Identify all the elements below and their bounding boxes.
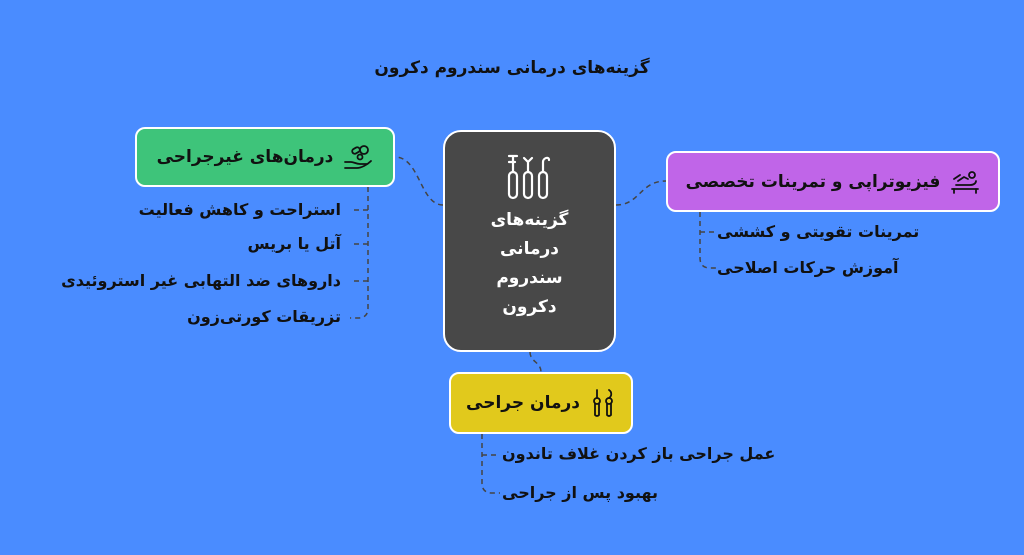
list-item: آموزش حرکات اصلاحی <box>717 258 899 277</box>
connector-center-nonsurgical <box>394 156 444 206</box>
list-item: تمرینات تقویتی و کششی <box>717 222 920 241</box>
connector-physio-items <box>699 212 716 269</box>
connector-nonsurgical-items <box>350 187 369 319</box>
connector-center-surgical <box>529 351 542 373</box>
list-item: تزریقات کورتی‌زون <box>187 307 341 326</box>
central-topic-line: سندروم <box>496 268 563 288</box>
surgical-tools-icon <box>507 154 551 200</box>
branch-physio-label: فیزیوتراپی و تمرینات تخصصی <box>685 171 941 192</box>
list-item: بهبود پس از جراحی <box>502 483 659 502</box>
branch-non-surgical-node: درمان‌های غیرجراحی <box>135 127 395 187</box>
branch-non-surgical-label: درمان‌های غیرجراحی <box>156 147 334 167</box>
branch-surgical-node: درمان جراحی <box>449 372 633 434</box>
connector-surgical-items <box>481 434 500 494</box>
diagram-title: گزینه‌های درمانی سندروم دکرون <box>374 58 650 78</box>
scalpel-tools-icon <box>593 389 613 417</box>
connector-center-physio <box>615 180 667 206</box>
list-item: داروهای ضد التهابی غیر استروئیدی <box>61 271 341 290</box>
central-topic-line: گزینه‌های <box>490 210 569 230</box>
central-topic-label: گزینه‌های درمانی سندروم دکرون <box>455 206 604 322</box>
hand-pills-icon <box>344 145 373 169</box>
massage-icon <box>951 170 980 194</box>
list-item: آتل یا بریس <box>247 234 341 253</box>
branch-surgical-label: درمان جراحی <box>466 393 580 413</box>
list-item: استراحت و کاهش فعالیت <box>138 200 341 219</box>
central-topic-line: درمانی <box>499 239 559 259</box>
list-item: عمل جراحی باز کردن غلاف تاندون <box>502 444 776 463</box>
central-topic-node: گزینه‌های درمانی سندروم دکرون <box>443 130 616 352</box>
branch-physio-node: فیزیوتراپی و تمرینات تخصصی <box>666 151 1000 212</box>
central-topic-line: دکرون <box>502 297 557 317</box>
